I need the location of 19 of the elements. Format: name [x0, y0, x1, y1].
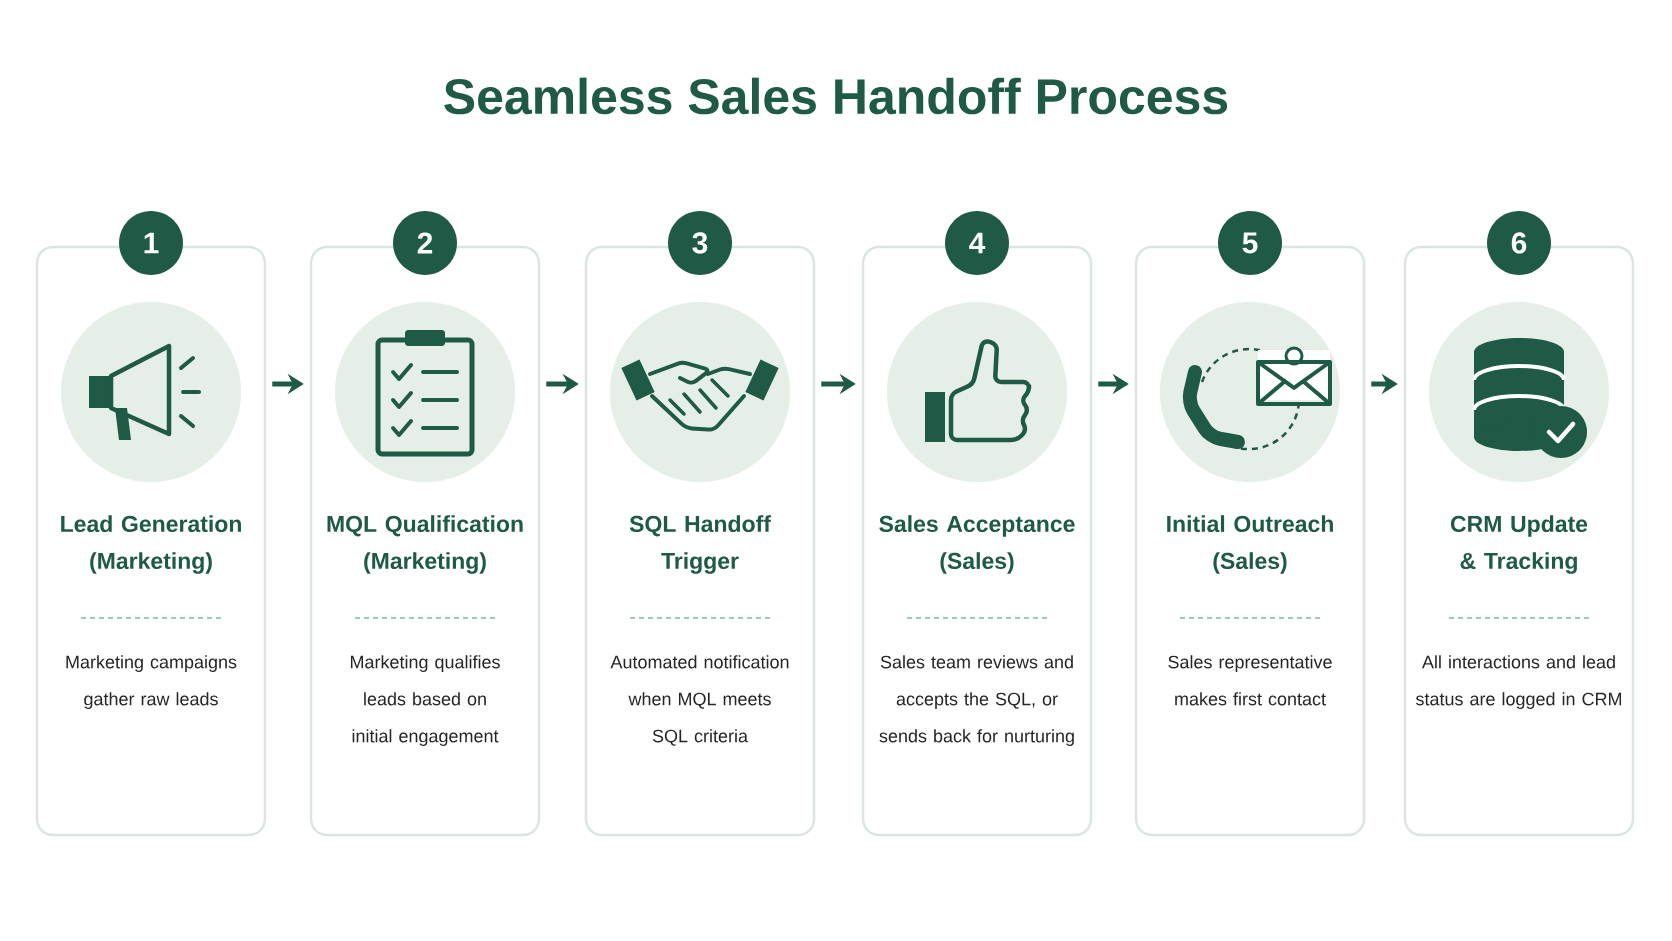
step-number: 5 [1218, 211, 1282, 275]
step-number: 2 [393, 211, 457, 275]
step-number: 4 [945, 211, 1009, 275]
step-description: Automated notification when MQL meets SQL criteria [610, 655, 789, 746]
title: Seamless Sales Handoff Process [444, 77, 1228, 115]
step-number: 1 [119, 211, 183, 275]
step-description: Sales team reviews and accepts the SQL, or sends back for nurturing [879, 655, 1074, 746]
step-description: Sales representative makes first contact [1168, 655, 1332, 706]
step-heading: SQL Handoff Trigger [629, 515, 771, 574]
step-description: Marketing qualifies leads based on initial engagement [350, 655, 500, 746]
step-heading: Lead Generation (Marketing) [61, 515, 241, 574]
step-description: Marketing campaigns gather raw leads [66, 655, 237, 709]
step-description: All interactions and lead status are logged in CRM [1415, 655, 1622, 709]
step-heading: CRM Update & Tracking [1450, 515, 1588, 574]
step-number: 3 [668, 211, 732, 275]
step-number: 6 [1487, 211, 1551, 275]
step-heading: Sales Acceptance (Sales) [879, 515, 1075, 574]
step-heading: MQL Qualification (Marketing) [327, 515, 523, 574]
step-heading: Initial Outreach (Sales) [1167, 515, 1333, 574]
